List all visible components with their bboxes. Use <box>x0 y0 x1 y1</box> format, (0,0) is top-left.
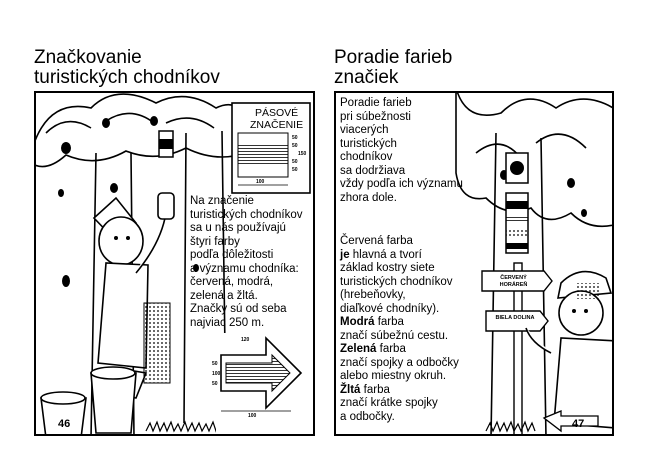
right-body-line: Zelená farba <box>340 343 406 355</box>
right-illustration-art <box>455 93 612 434</box>
right-intro-line: turistických <box>340 137 397 150</box>
right-body-line: a odbočky. <box>340 410 395 423</box>
right-body-line: základ kostry siete <box>340 262 435 274</box>
sign-height-label-5: 50 <box>292 167 298 173</box>
sign-box-line-2: ZNAČENIE <box>250 119 304 131</box>
right-body-line: značí súbežnú cestu. <box>340 329 449 342</box>
right-body-line: diaľkové chodníky). <box>340 302 440 315</box>
signpost-label-1: ČERVENÝ HORÁREŇ <box>499 275 528 288</box>
right-title-line-2: značiek <box>334 67 399 88</box>
right-intro-text: Poradie farieb pri súbežnosti viacerých … <box>340 97 463 205</box>
left-title-line-1: Značkovanie <box>34 47 142 68</box>
left-body-line: podľa dôležitosti <box>190 249 274 261</box>
right-body-line: Modrá farba <box>340 316 404 328</box>
left-body-line: červená, modrá, <box>190 276 274 288</box>
right-illustration-panel: ČERVENÝ HORÁREŇ BIELA DOLINA Poradie far… <box>334 91 614 436</box>
right-body-text: Červená farba je hlavná a tvorí základ k… <box>340 235 459 424</box>
left-body-line: sa u nás používajú <box>190 222 286 234</box>
right-intro-line: zhora dole. <box>340 191 397 204</box>
left-illustration-art <box>36 93 313 434</box>
right-intro-line: sa dodržiava <box>340 164 406 177</box>
arrow-angle-label: 120 <box>241 337 250 343</box>
right-title-line-1: Poradie farieb <box>334 47 453 68</box>
left-body-line: najviac 250 m. <box>190 316 265 329</box>
sign-height-label-3: 150 <box>298 151 307 157</box>
right-body-line: značí krátke spojky <box>340 397 438 409</box>
right-page-title: Poradie farieb značiek <box>334 48 452 88</box>
right-intro-line: chodníkov <box>340 151 393 163</box>
sign-height-label-4: 50 <box>292 159 298 165</box>
right-body-line: Červená farba <box>340 235 413 247</box>
left-title-line-2: turistických chodníkov <box>34 67 220 88</box>
left-illustration-panel: PÁSOVÉ ZNAČENIE 100 50 50 150 50 50 120 … <box>34 91 315 436</box>
right-intro-line: pri súbežnosti <box>340 110 411 123</box>
right-intro-line: viacerých <box>340 124 389 136</box>
sign-height-label-1: 50 <box>292 135 298 141</box>
left-body-line: zelená a žltá. <box>190 289 258 302</box>
arrow-height-label-3: 50 <box>212 381 218 387</box>
right-body-line: Žltá farba <box>340 383 390 396</box>
left-body-line: Značky sú od seba <box>190 303 287 315</box>
right-body-line: značí spojky a odbočky <box>340 356 459 369</box>
left-body-line: turistických chodníkov <box>190 208 303 221</box>
left-page-number: 46 <box>58 418 71 430</box>
right-body-line: (hrebeňovky, <box>340 289 406 301</box>
signpost-label-2: BIELA DOLINA <box>495 315 535 321</box>
arrow-width-label: 100 <box>248 413 257 419</box>
right-intro-line: vždy podľa ich významu <box>340 178 463 190</box>
left-body-line: Na značenie <box>190 195 254 207</box>
right-body-line: alebo miestny okruh. <box>340 370 447 382</box>
sign-width-label: 100 <box>256 179 265 185</box>
arrow-height-label-1: 50 <box>212 361 218 367</box>
left-page-title: Značkovanie turistických chodníkov <box>34 48 220 88</box>
right-page-number: 47 <box>572 418 585 430</box>
left-body-text: Na značenie turistických chodníkov sa u … <box>190 195 303 330</box>
right-body-line: je hlavná a tvorí <box>340 248 422 261</box>
sign-height-label-2: 50 <box>292 143 298 149</box>
left-body-line: štyri farby <box>190 235 240 248</box>
right-body-line: turistických chodníkov <box>340 275 453 288</box>
left-body-line: a významu chodníka: <box>190 262 299 275</box>
right-intro-line: Poradie farieb <box>340 97 412 109</box>
sign-box-title: PÁSOVÉ ZNAČENIE <box>250 107 303 131</box>
arrow-height-label-2: 100 <box>212 371 221 377</box>
sign-box-line-1: PÁSOVÉ <box>254 107 299 119</box>
